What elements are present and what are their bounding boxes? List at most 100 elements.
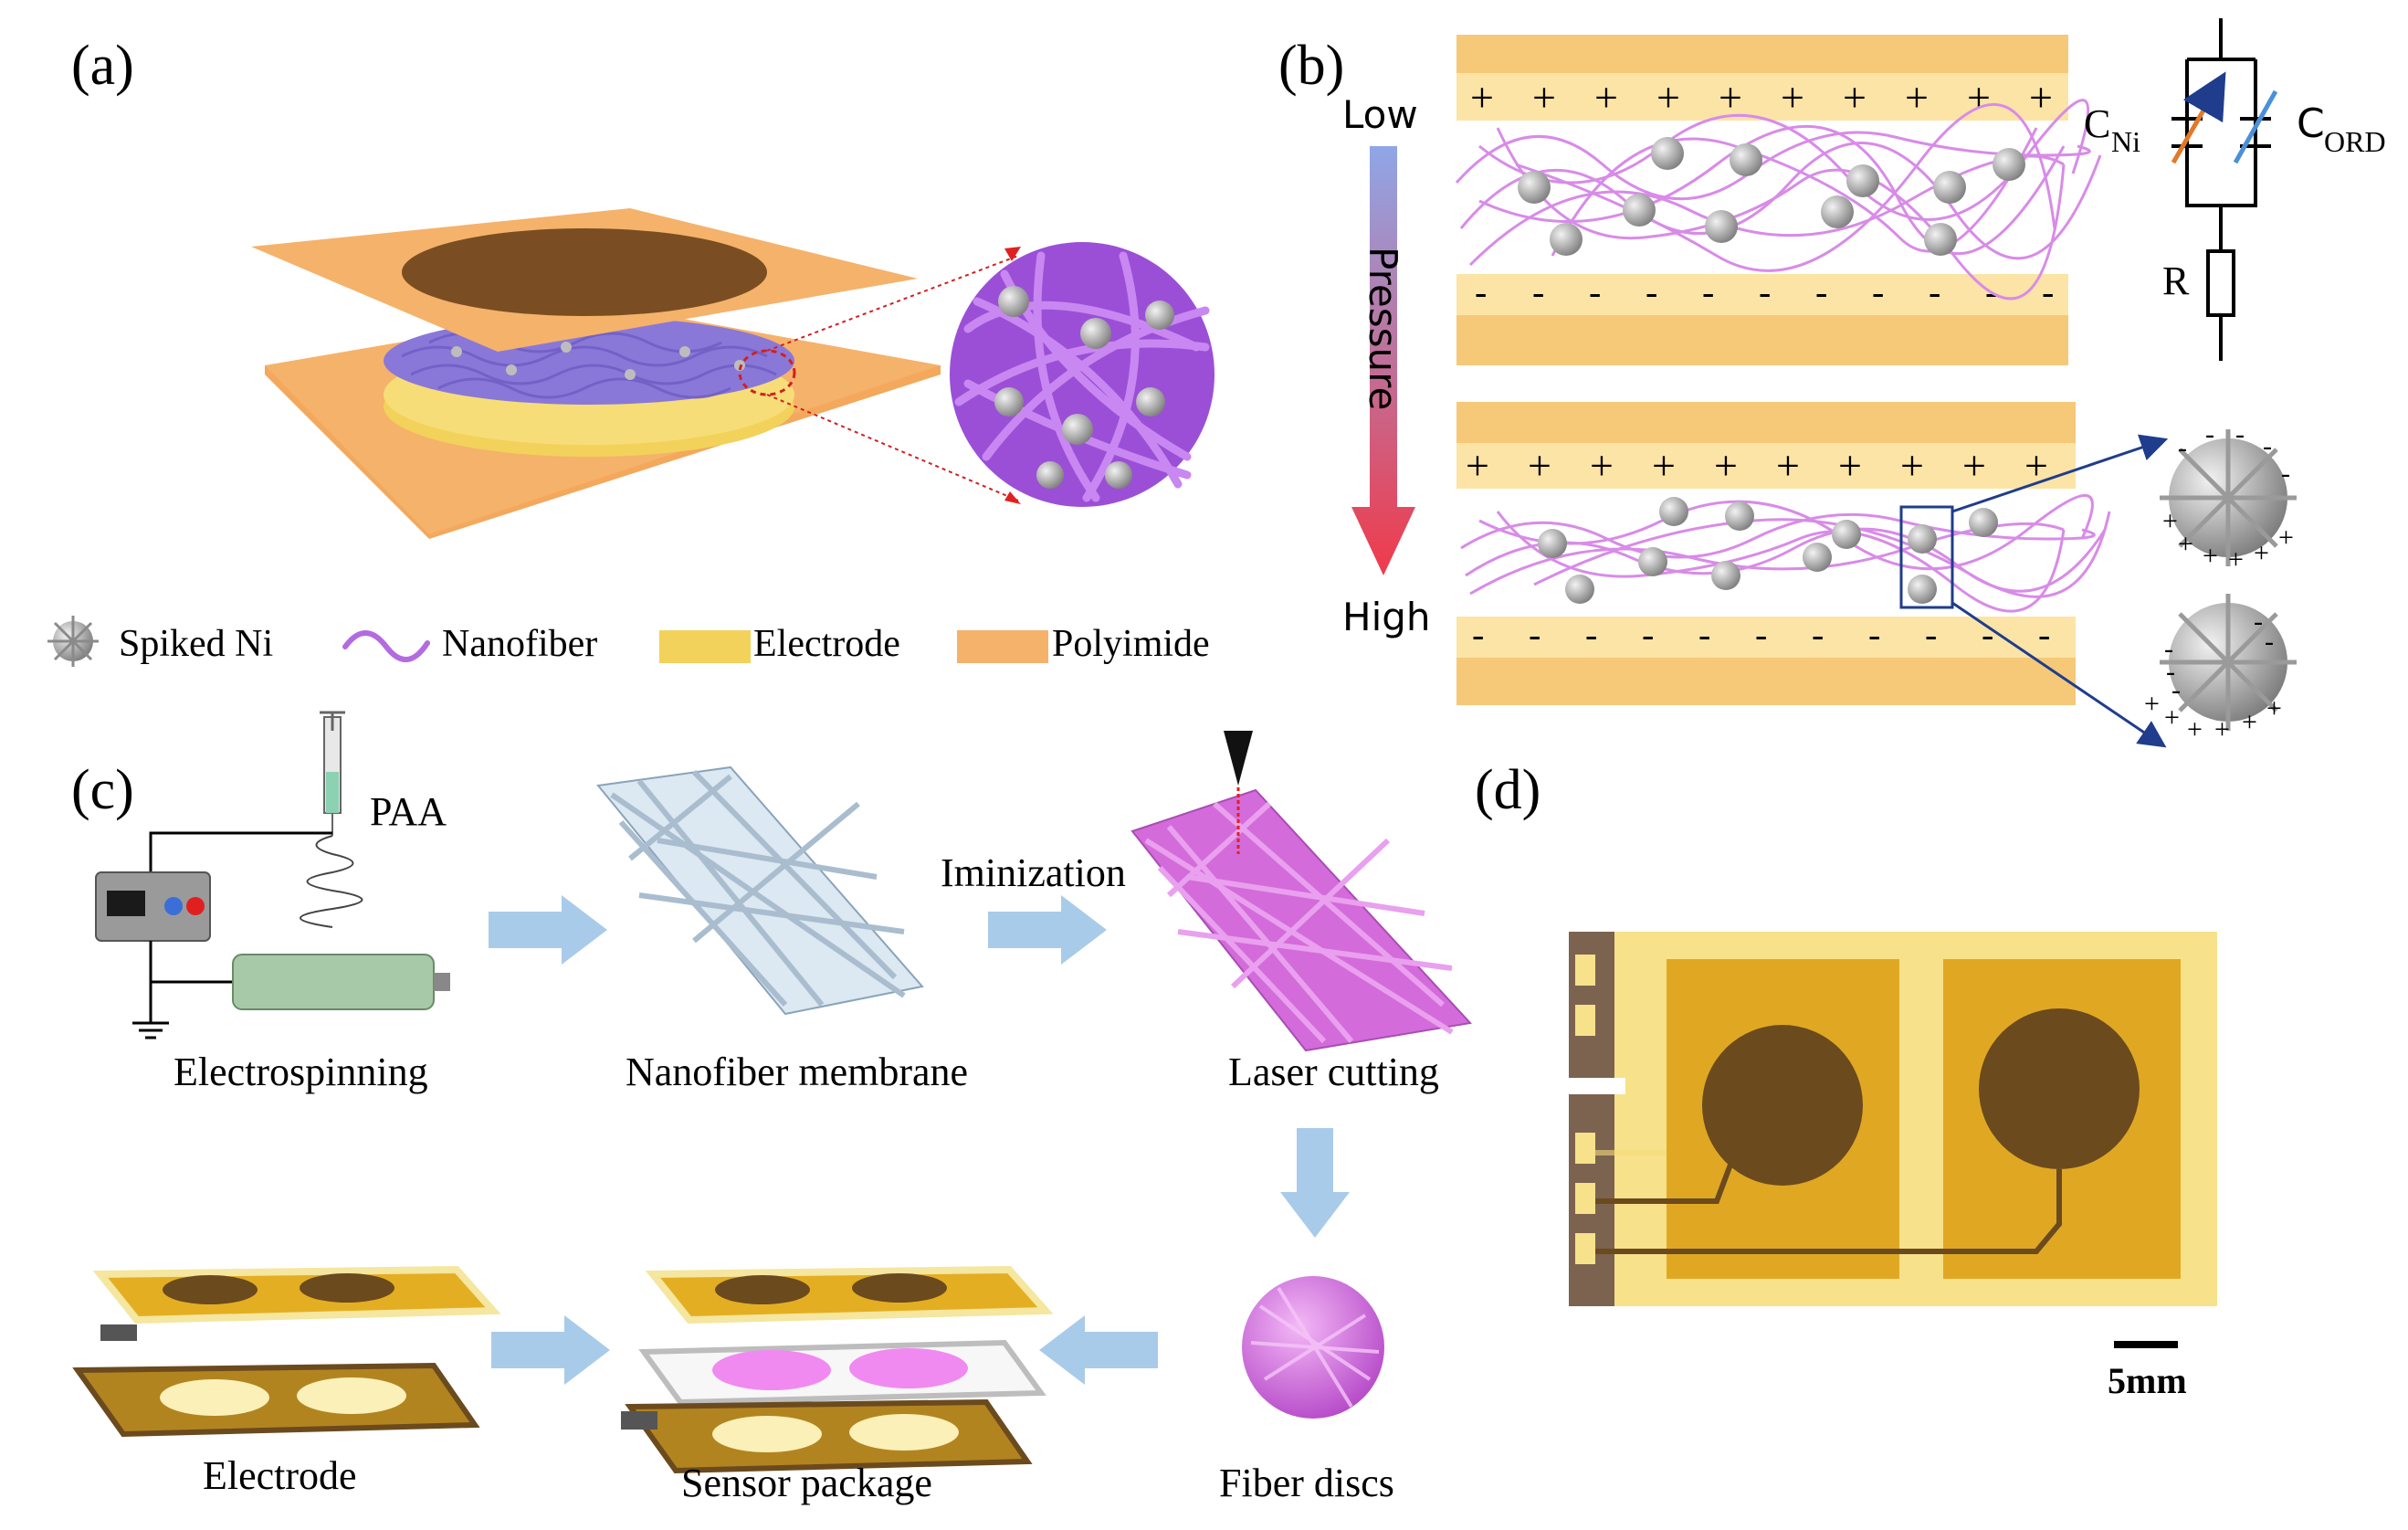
high-ni-particles xyxy=(1538,497,1998,604)
svg-text:+: + xyxy=(1962,442,1986,489)
svg-text:+: + xyxy=(1594,74,1618,121)
nanofiber-membrane xyxy=(596,765,924,1016)
svg-text:-: - xyxy=(2178,433,2187,463)
svg-text:+: + xyxy=(2242,707,2257,737)
zoom-region xyxy=(738,349,796,396)
svg-text:+: + xyxy=(2164,702,2180,733)
pressure-label: Pressure xyxy=(1361,247,1405,410)
svg-text:-: - xyxy=(2281,459,2290,489)
svg-text:+: + xyxy=(1714,442,1738,489)
svg-text:+: + xyxy=(2144,689,2160,719)
svg-text:-: - xyxy=(1532,271,1544,312)
svg-text:-: - xyxy=(1815,271,1827,312)
svg-text:+: + xyxy=(2214,714,2230,744)
equivalent-circuit xyxy=(2171,18,2271,361)
svg-text:-: - xyxy=(1642,614,1654,655)
svg-text:-: - xyxy=(2166,657,2175,687)
c-ord-label: C ORD xyxy=(2297,100,2386,158)
svg-text:-: - xyxy=(1929,271,1940,312)
svg-text:+: + xyxy=(2266,693,2282,723)
low-pressure-state: ++ ++ ++ ++ ++ -- -- -- -- -- - xyxy=(1455,35,2102,365)
scale-label: 5mm xyxy=(2108,1360,2187,1401)
panel-b-label: (b) xyxy=(1278,35,1344,97)
low-bottom-charges: -- -- -- -- -- - xyxy=(1475,271,2054,312)
arrow-1 xyxy=(489,895,607,965)
svg-text:+: + xyxy=(1528,442,1551,489)
r-label: R xyxy=(2162,259,2190,303)
electrode-stack xyxy=(72,1265,501,1438)
legend-electrode-swatch xyxy=(659,630,751,663)
panel-c: (c) PAA Electrospinning xyxy=(71,711,1472,1505)
high-top-charges: ++ ++ ++ ++ ++ xyxy=(1466,442,2048,489)
discs-label: Fiber discs xyxy=(1219,1461,1394,1505)
svg-text:+: + xyxy=(2029,74,2053,121)
svg-text:-: - xyxy=(1872,271,1884,312)
svg-text:+: + xyxy=(1967,74,1991,121)
arrow-4 xyxy=(1039,1315,1158,1385)
svg-text:C: C xyxy=(2084,101,2110,146)
zoom-ni-particles xyxy=(994,286,1174,489)
svg-text:+: + xyxy=(1532,74,1556,121)
svg-text:-: - xyxy=(1589,271,1601,312)
panel-a-label: (a) xyxy=(71,35,134,97)
polarized-ni-1: -- -- - ++ ++ ++ xyxy=(2160,419,2297,575)
legend-electrode: Electrode xyxy=(753,623,900,665)
svg-text:-: - xyxy=(2263,431,2272,461)
svg-text:-: - xyxy=(1698,614,1710,655)
svg-text:-: - xyxy=(1812,614,1824,655)
svg-text:C: C xyxy=(2297,100,2325,147)
svg-text:+: + xyxy=(1656,74,1680,121)
svg-text:-: - xyxy=(1755,614,1767,655)
panel-a: (a) xyxy=(47,35,1215,667)
low-top-charges: ++ ++ ++ ++ ++ xyxy=(1470,74,2053,121)
svg-text:-: - xyxy=(2038,614,2050,655)
laser-label: Laser cutting xyxy=(1228,1050,1439,1094)
svg-text:+: + xyxy=(1466,442,1489,489)
svg-text:-: - xyxy=(1925,614,1937,655)
svg-text:+: + xyxy=(1900,442,1924,489)
svg-text:+: + xyxy=(1776,442,1800,489)
svg-text:+: + xyxy=(2228,544,2244,575)
svg-text:-: - xyxy=(1475,271,1487,312)
panel-c-label: (c) xyxy=(71,759,134,821)
high-label: High xyxy=(1342,595,1431,639)
svg-text:+: + xyxy=(1719,74,1742,121)
svg-text:+: + xyxy=(1781,74,1804,121)
legend: Spiked Ni Nanofiber Electrode Polyimide xyxy=(47,616,1210,667)
svg-text:-: - xyxy=(2235,419,2245,449)
svg-text:-: - xyxy=(1585,614,1597,655)
svg-text:+: + xyxy=(2203,541,2218,571)
sensor-package xyxy=(621,1265,1054,1474)
svg-text:-: - xyxy=(1868,614,1880,655)
panel-d-label: (d) xyxy=(1475,759,1540,821)
svg-text:-: - xyxy=(1646,271,1657,312)
panel-d: (d) 5mm xyxy=(1475,759,2217,1401)
legend-polyimide: Polyimide xyxy=(1052,623,1210,665)
legend-spiked-ni: Spiked Ni xyxy=(119,623,273,665)
arrow-3 xyxy=(1280,1128,1350,1238)
svg-text:-: - xyxy=(1759,271,1771,312)
top-electrode-disc xyxy=(402,228,767,316)
high-bottom-charges: -- -- -- -- -- - xyxy=(1472,614,2050,655)
sensor-photo xyxy=(1569,932,2217,1306)
svg-text:+: + xyxy=(1590,442,1614,489)
svg-text:+: + xyxy=(1470,74,1494,121)
low-label: Low xyxy=(1342,92,1418,137)
svg-text:ORD: ORD xyxy=(2324,125,2386,158)
svg-text:+: + xyxy=(2278,522,2294,553)
svg-text:-: - xyxy=(2164,634,2173,664)
legend-spiked-ni-icon xyxy=(47,616,99,667)
legend-nanofiber: Nanofiber xyxy=(442,623,597,665)
svg-text:+: + xyxy=(2254,538,2269,568)
paa-label: PAA xyxy=(370,789,447,834)
svg-text:-: - xyxy=(2265,627,2274,657)
svg-text:-: - xyxy=(2171,675,2181,705)
svg-text:+: + xyxy=(2178,529,2193,559)
svg-text:-: - xyxy=(2205,419,2214,449)
low-ni-particles xyxy=(1518,137,2025,256)
c-ni-label: C Ni xyxy=(2084,101,2140,158)
svg-text:+: + xyxy=(2162,506,2178,536)
electrospinning-label: Electrospinning xyxy=(174,1050,428,1094)
arrow-5 xyxy=(491,1315,610,1385)
